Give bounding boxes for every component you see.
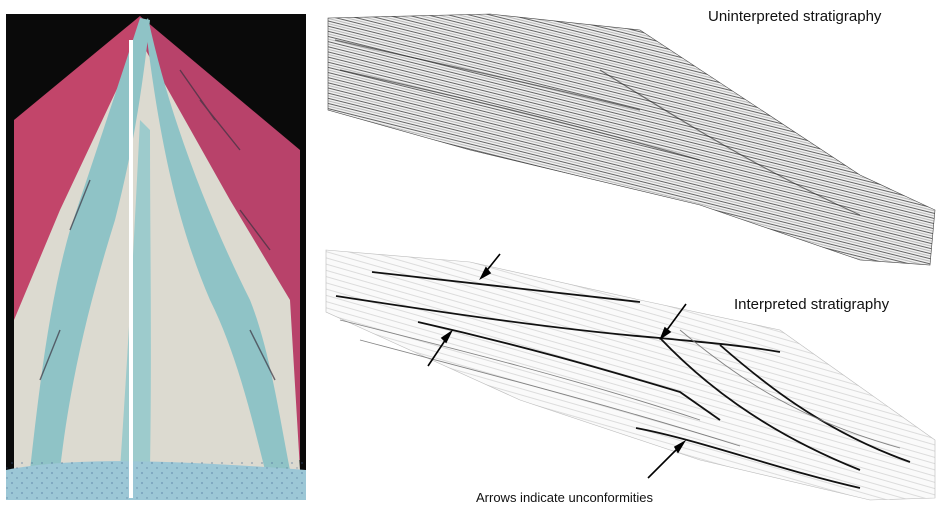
arrows-note-label: Arrows indicate unconformities bbox=[476, 490, 653, 505]
uninterpreted-section bbox=[328, 14, 935, 265]
uninterpreted-strata bbox=[328, 14, 935, 265]
interpreted-section bbox=[326, 250, 935, 500]
interpreted-label: Interpreted stratigraphy bbox=[734, 296, 889, 313]
fan-delta-photo bbox=[6, 14, 306, 500]
uninterpreted-label: Uninterpreted stratigraphy bbox=[708, 8, 881, 25]
